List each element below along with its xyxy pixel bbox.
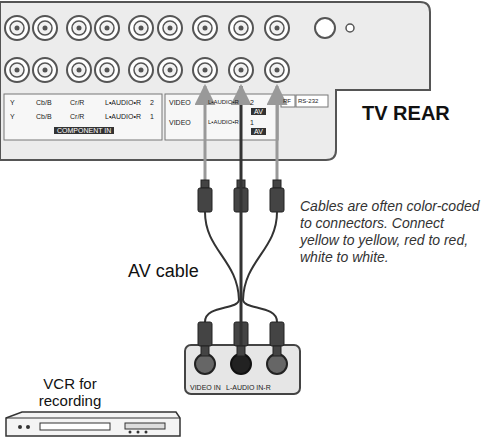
vcr-jack-panel <box>185 345 300 394</box>
vcr-jack <box>195 354 215 374</box>
input-number: 2 <box>150 99 154 106</box>
input-number: 1 <box>150 113 154 120</box>
cable <box>243 300 277 322</box>
panel-heading: TV REAR <box>362 103 450 123</box>
group-name: AV <box>251 108 266 115</box>
port-name: L-AUDIO IN-R <box>226 384 271 391</box>
port-box <box>296 95 328 107</box>
port-name: Cb/B <box>36 99 52 106</box>
vcr-jack <box>267 354 287 374</box>
label-strip <box>165 94 278 140</box>
plug-lead <box>204 86 207 185</box>
cable <box>243 212 277 300</box>
av-cable <box>240 86 243 345</box>
port-name: Cr/R <box>70 99 84 106</box>
tv-rear-panel: TV REAR <box>0 0 430 86</box>
device-label: VCR for recording <box>16 375 124 410</box>
vcr-jack <box>231 354 251 374</box>
tv-panel <box>0 2 430 160</box>
port-name: L•AUDIO•R <box>208 119 239 125</box>
group-name: COMPONENT IN <box>54 127 114 134</box>
plug-lead <box>276 86 279 185</box>
round-port <box>346 24 354 32</box>
vcr-body <box>6 412 180 436</box>
group-name: AV <box>251 128 266 135</box>
port-name: RS-232 <box>298 98 318 104</box>
cable <box>205 212 239 300</box>
cable <box>205 300 239 322</box>
vcr-device: VCR for recording <box>0 345 305 440</box>
port-name: L•AUDIO•R <box>208 99 239 105</box>
port-name: RF <box>283 98 291 104</box>
instruction-note: Cables are often color-coded to connecto… <box>300 198 480 266</box>
input-number: 1 <box>250 119 254 126</box>
rca-jacks <box>5 16 289 82</box>
label-strip <box>4 94 162 140</box>
port-name: VIDEO <box>169 119 191 126</box>
port-name: VIDEO IN <box>190 384 221 391</box>
port-name: L•AUDIO•R <box>105 113 141 120</box>
port-name: L•AUDIO•R <box>105 99 141 106</box>
port-name: Cb/B <box>36 113 52 120</box>
port-name: Cr/R <box>70 113 84 120</box>
port-box <box>281 95 295 107</box>
cable-label: AV cable <box>128 262 199 280</box>
port-name: VIDEO <box>169 99 191 106</box>
port-name: Y <box>10 99 15 106</box>
input-number: 2 <box>250 99 254 106</box>
round-port <box>315 18 335 38</box>
port-name: Y <box>10 113 15 120</box>
